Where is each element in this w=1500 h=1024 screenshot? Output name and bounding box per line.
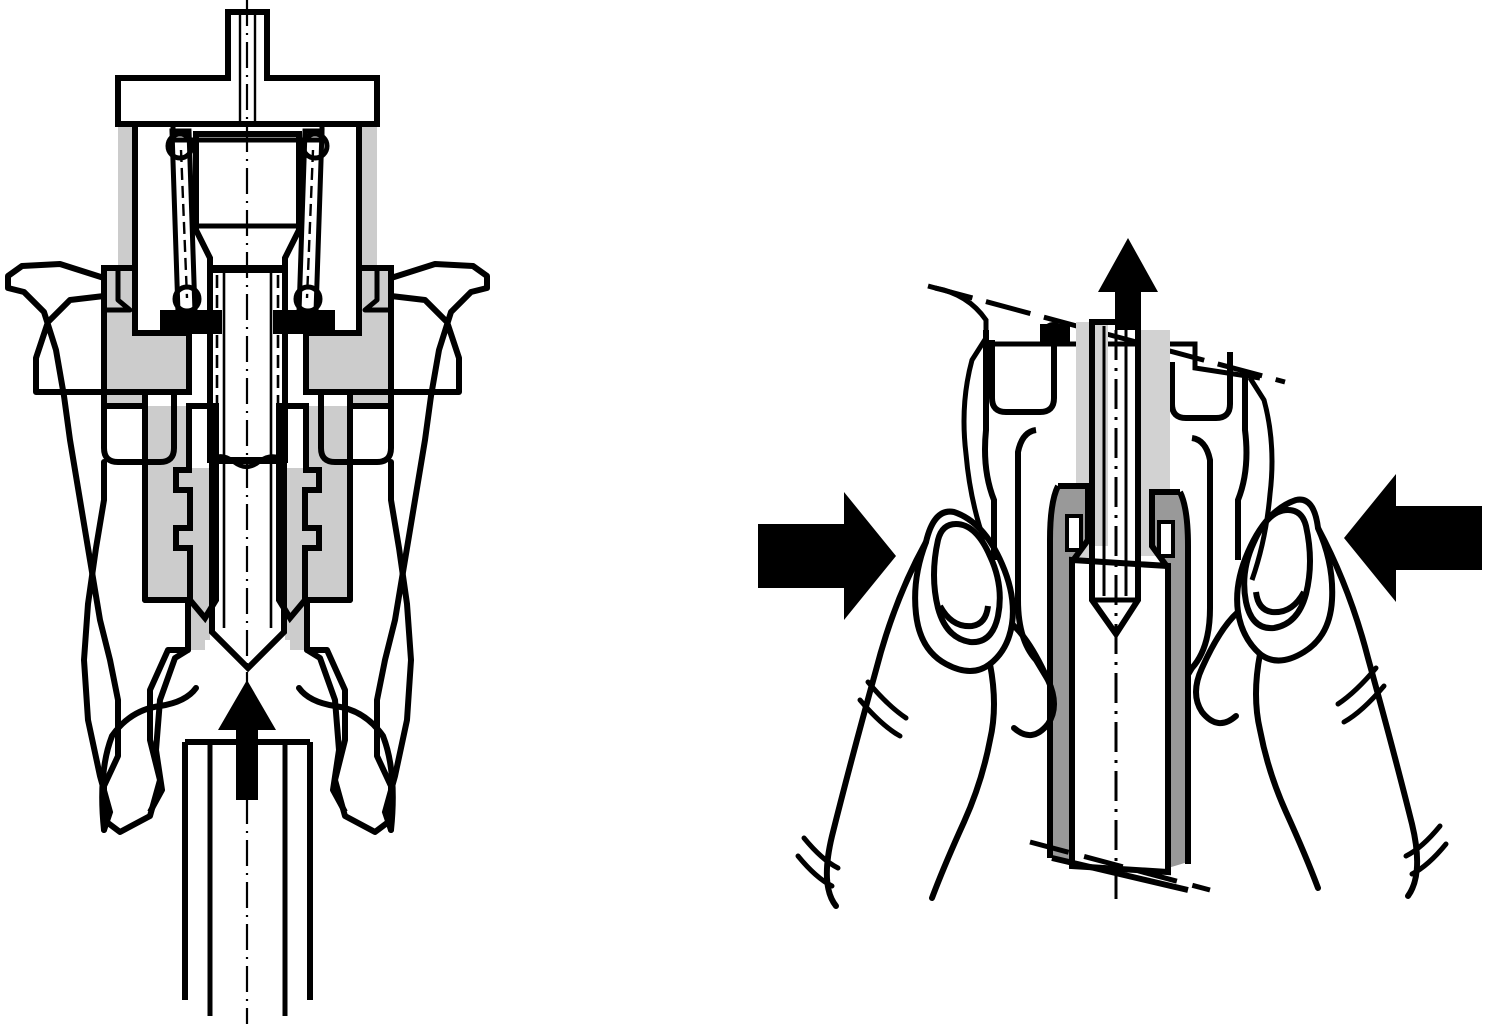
press-arrow-right [1344,474,1482,602]
release-sleeve-wings [5,261,490,835]
left-fingernail [931,520,1003,646]
tube-end [182,739,313,1016]
finger-release-figure [758,238,1482,909]
actuator-stem [115,9,380,127]
locking-ball-upper-left [165,131,195,161]
locking-ball-upper-right [300,131,330,161]
left-knuckle-creases [795,679,909,889]
collet-fingers [173,403,322,624]
right-finger [1193,496,1421,899]
inner-probe [1089,319,1141,640]
tube [1069,556,1171,876]
left-finger [823,508,1057,909]
coupling-cross-section-figure [5,0,490,1024]
right-fingernail [1241,506,1313,632]
right-knuckle-creases [1335,665,1449,877]
press-arrow-left [758,492,896,620]
collar-notch-left [101,265,133,313]
collar-notch-right [362,265,394,313]
section-break-line-bottom [1029,839,1211,893]
stem-bore [238,14,257,124]
pull-arrow [1098,238,1158,330]
